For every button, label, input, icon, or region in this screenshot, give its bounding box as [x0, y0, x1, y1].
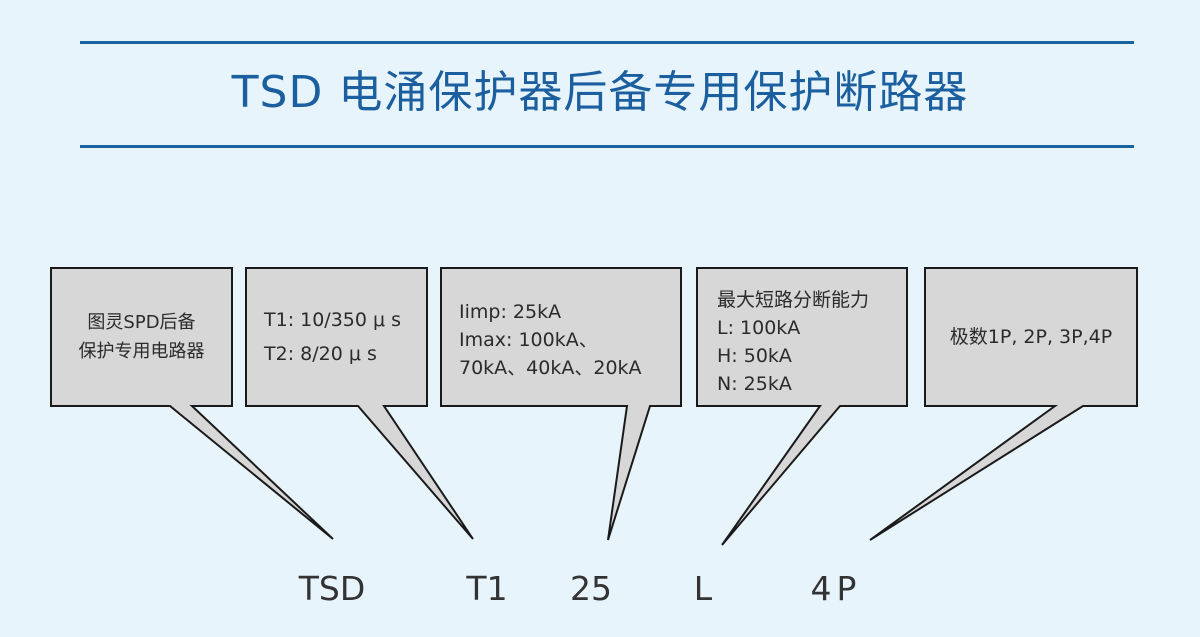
- callout-line: N: 25kA: [717, 373, 792, 395]
- callout-line: 保护专用电路器: [78, 341, 205, 362]
- callout-current-rating: Iimp: 25kA Imax: 100kA、 70kA、40kA、20kA: [441, 268, 681, 406]
- callout-brand-description: 图灵SPD后备 保护专用电路器: [51, 268, 232, 406]
- callout-breaking-capacity: 最大短路分断能力 L: 100kA H: 50kA N: 25kA: [697, 268, 907, 406]
- title-rule-top: [80, 41, 1134, 44]
- callout-shape-2: [245, 267, 474, 540]
- callout-line: T1: 10/350 μ s: [264, 309, 402, 331]
- code-segment-test-class: T1: [466, 569, 508, 608]
- callout-line: Iimp: 25kA: [459, 301, 562, 323]
- callout-line: 极数1P, 2P, 3P,4P: [949, 326, 1113, 348]
- callout-pole-count: 极数1P, 2P, 3P,4P: [925, 268, 1137, 406]
- callout-test-class: T1: 10/350 μ s T2: 8/20 μ s: [246, 268, 427, 406]
- page-title: TSD 电涌保护器后备专用保护断路器: [231, 67, 969, 118]
- code-segment-series: TSD: [298, 569, 366, 608]
- callout-line: 最大短路分断能力: [717, 289, 870, 311]
- code-segment-poles: 4P: [810, 569, 862, 608]
- code-segment-capacity: L: [693, 569, 713, 608]
- callout-line: H: 50kA: [717, 345, 792, 367]
- callout-shape-4: [696, 267, 908, 546]
- callout-shape-1: [50, 267, 334, 540]
- callout-line: 70kA、40kA、20kA: [459, 357, 642, 379]
- callout-line: L: 100kA: [717, 317, 801, 339]
- callout-shape-5: [869, 267, 1138, 541]
- callout-shape-3: [440, 267, 682, 541]
- code-segment-current: 25: [570, 569, 612, 608]
- callout-line: T2: 8/20 μ s: [264, 343, 377, 365]
- callout-line: Imax: 100kA、: [459, 329, 598, 351]
- title-rule-bottom: [80, 145, 1134, 148]
- callout-line: 图灵SPD后备: [87, 312, 196, 333]
